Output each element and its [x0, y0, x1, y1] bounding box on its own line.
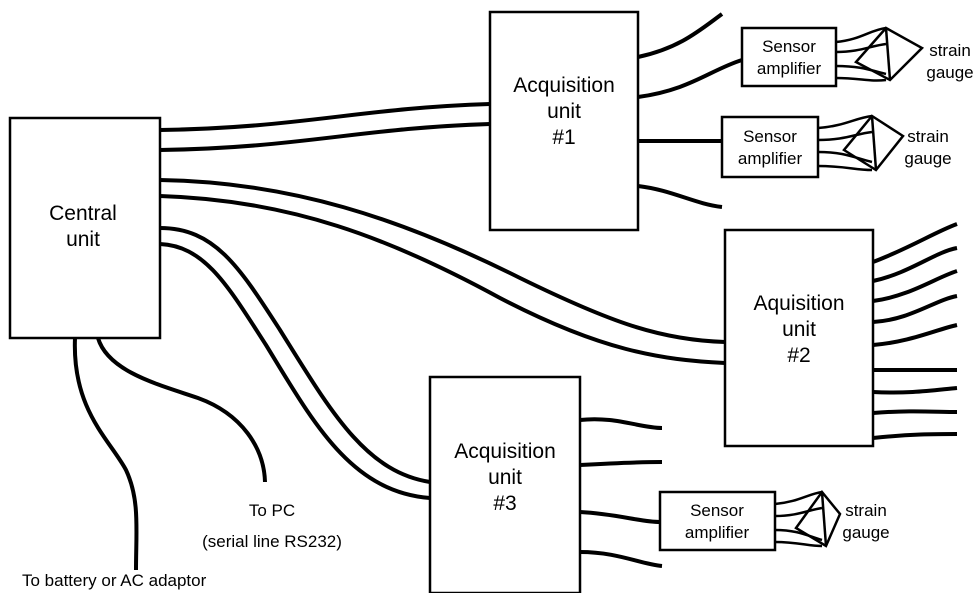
sensor-amp-1-line2: amplifier: [757, 59, 822, 78]
gauge-bundle-3: [774, 489, 842, 548]
strain-gauge-2-line1: strain: [907, 127, 949, 146]
acq1-label-line2: unit: [547, 100, 581, 123]
cable-central-to-acq3: [159, 226, 431, 500]
acquisition-unit-2-box: [723, 228, 875, 448]
cable-central-to-acq1: [159, 102, 491, 152]
sensor-amp-1-line1: Sensor: [762, 37, 816, 56]
acq2-leads: [872, 222, 958, 440]
cable-central-to-pc: [96, 337, 267, 483]
acq3-leads: [579, 417, 663, 568]
sensor-amplifier-1-box: [740, 26, 838, 88]
strain-gauge-1-line2: gauge: [926, 63, 973, 82]
gauge-bundle-1: [835, 26, 925, 82]
sensor-amplifier-2-box: [720, 115, 820, 179]
strain-gauge-2-line2: gauge: [904, 149, 951, 168]
acquisition-unit-3-box: [428, 375, 582, 593]
to-pc-line2: (serial line RS232): [202, 532, 342, 551]
to-pc-label: To PC (serial line RS232): [202, 501, 342, 551]
acq2-label-line3: #2: [787, 344, 810, 367]
sensor-amplifier-2-label: Sensor amplifier: [738, 127, 803, 168]
sensor-amp-2-line2: amplifier: [738, 149, 803, 168]
strain-gauge-3-line1: strain: [845, 501, 887, 520]
central-unit-box: [8, 116, 162, 340]
cable-central-to-acq2: [159, 178, 726, 365]
strain-gauge-2-label: strain gauge: [904, 127, 951, 168]
acq2-label-line2: unit: [782, 318, 816, 341]
central-unit-label-line2: unit: [66, 228, 100, 251]
acq3-label-line2: unit: [488, 466, 522, 489]
to-pc-line1: To PC: [249, 501, 295, 520]
acquisition-unit-2-label: Aquisition unit #2: [753, 292, 844, 367]
strain-gauge-3-label: strain gauge: [842, 501, 889, 542]
acq3-label-line3: #3: [493, 492, 516, 515]
sensor-amp-2-line1: Sensor: [743, 127, 797, 146]
cable-central-to-battery: [72, 337, 139, 571]
acq3-label-line1: Acquisition: [454, 440, 556, 463]
to-battery-label: To battery or AC adaptor: [22, 571, 207, 590]
acquisition-unit-1-box: [488, 10, 640, 232]
sensor-amplifier-1-label: Sensor amplifier: [757, 37, 822, 78]
sensor-amplifier-3-box: [658, 490, 777, 552]
acq2-label-line1: Aquisition: [753, 292, 844, 315]
sensor-amp-3-line2: amplifier: [685, 523, 750, 542]
acq1-label-line1: Acquisition: [513, 74, 615, 97]
acquisition-unit-1-label: Acquisition unit #1: [513, 74, 615, 149]
gauge-bundle-2: [817, 114, 905, 172]
central-unit-label-line1: Central: [49, 202, 117, 225]
strain-gauge-1-label: strain gauge: [926, 41, 973, 82]
acquisition-unit-3-label: Acquisition unit #3: [454, 440, 556, 515]
acq1-leads: [637, 12, 743, 209]
sensor-amplifier-3-label: Sensor amplifier: [685, 501, 750, 542]
central-unit-label: Central unit: [49, 202, 117, 251]
strain-gauge-3-line2: gauge: [842, 523, 889, 542]
strain-gauge-1-line1: strain: [929, 41, 971, 60]
sensor-amp-3-line1: Sensor: [690, 501, 744, 520]
acq1-label-line3: #1: [552, 126, 575, 149]
